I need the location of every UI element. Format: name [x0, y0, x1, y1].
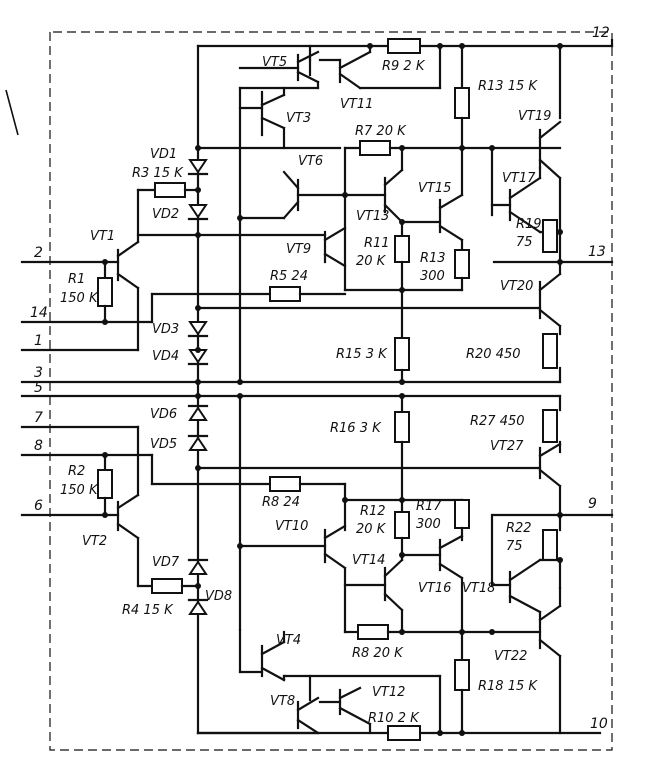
diode-vd1 [188, 159, 208, 174]
label-r9: R9 2 K [382, 59, 426, 74]
label-vt14: VT14 [352, 553, 385, 568]
label-vt1: VT1 [90, 229, 115, 244]
label-r1-value: 150 K [60, 291, 99, 306]
label-vt27: VT27 [490, 439, 524, 454]
label-vd3: VD3 [152, 322, 179, 337]
junction-dots [102, 43, 563, 736]
package-outline [49, 31, 613, 751]
diode-vd3 [188, 321, 208, 336]
label-vd8: VD8 [205, 589, 232, 604]
label-vd6: VD6 [150, 407, 177, 422]
label-r4: R4 15 K [122, 603, 174, 618]
label-r3: R3 15 K [132, 166, 184, 181]
label-r11-value: 20 K [356, 254, 387, 269]
label-r12: R12 [360, 504, 386, 519]
label-vt22: VT22 [494, 649, 527, 664]
label-vt3: VT3 [286, 111, 311, 126]
label-r13a: R13 [420, 251, 446, 266]
pin-8: 8 [34, 438, 43, 454]
pin-1: 1 [34, 333, 43, 349]
label-r15: R15 3 K [336, 347, 388, 362]
label-vt5: VT5 [262, 55, 287, 70]
label-r1: R1 [68, 272, 85, 287]
pin-6: 6 [34, 498, 43, 514]
diode-vd8 [188, 600, 208, 615]
label-vd2: VD2 [152, 207, 179, 222]
diode-vd2 [188, 204, 208, 219]
pin-9: 9 [588, 496, 597, 512]
label-r8-bottom: R8 20 K [352, 646, 404, 661]
label-vt19: VT19 [518, 109, 551, 124]
pin-3: 3 [34, 365, 43, 381]
label-r16: R16 3 K [330, 421, 382, 436]
label-r2: R2 [68, 464, 85, 479]
label-r10: R10 2 K [368, 711, 420, 726]
label-vt8: VT8 [270, 694, 295, 709]
pin-10: 10 [590, 716, 608, 732]
label-vt16: VT16 [418, 581, 451, 596]
label-r22-value: 75 [506, 539, 523, 554]
label-vt12: VT12 [372, 685, 405, 700]
label-vt10: VT10 [275, 519, 308, 534]
diode-vd6 [188, 406, 208, 421]
label-r18: R18 15 K [478, 679, 538, 694]
label-r13b: R13 15 K [478, 79, 538, 94]
label-vt11: VT11 [340, 97, 373, 112]
label-vt15: VT15 [418, 181, 451, 196]
pin-14: 14 [30, 305, 48, 321]
pin-13: 13 [588, 244, 606, 260]
label-vt4: VT4 [276, 633, 301, 648]
label-r20: R20 450 [466, 347, 521, 362]
diode-vd7 [188, 560, 208, 575]
label-vt18: VT18 [462, 581, 495, 596]
label-r11: R11 [364, 236, 390, 251]
label-r22: R22 [506, 521, 532, 536]
label-r17: R17 [416, 499, 442, 514]
label-vt9: VT9 [286, 242, 311, 257]
pin-7: 7 [34, 410, 43, 426]
diode-vd5 [188, 436, 208, 451]
label-r5: R5 24 [270, 269, 308, 284]
label-r8-top: R8 24 [262, 495, 300, 510]
pin-2: 2 [34, 245, 43, 261]
label-r7: R7 20 K [355, 124, 407, 139]
label-vd4: VD4 [152, 349, 179, 364]
pin-5: 5 [34, 380, 43, 396]
label-r13a-value: 300 [420, 269, 445, 284]
label-vt20: VT20 [500, 279, 533, 294]
label-vt17: VT17 [502, 171, 536, 186]
label-vd5: VD5 [150, 437, 177, 452]
label-vt2: VT2 [82, 534, 107, 549]
label-vd7: VD7 [152, 555, 180, 570]
label-vt13: VT13 [356, 209, 389, 224]
label-r19: R19 [516, 217, 542, 232]
pin-12: 12 [592, 25, 610, 41]
label-r12-value: 20 K [356, 522, 387, 537]
label-r27: R27 450 [470, 414, 525, 429]
label-r2-value: 150 K [60, 483, 99, 498]
label-r19-value: 75 [516, 235, 533, 250]
label-vt6: VT6 [298, 154, 323, 169]
label-r17-value: 300 [416, 517, 441, 532]
label-vd1: VD1 [150, 147, 177, 162]
